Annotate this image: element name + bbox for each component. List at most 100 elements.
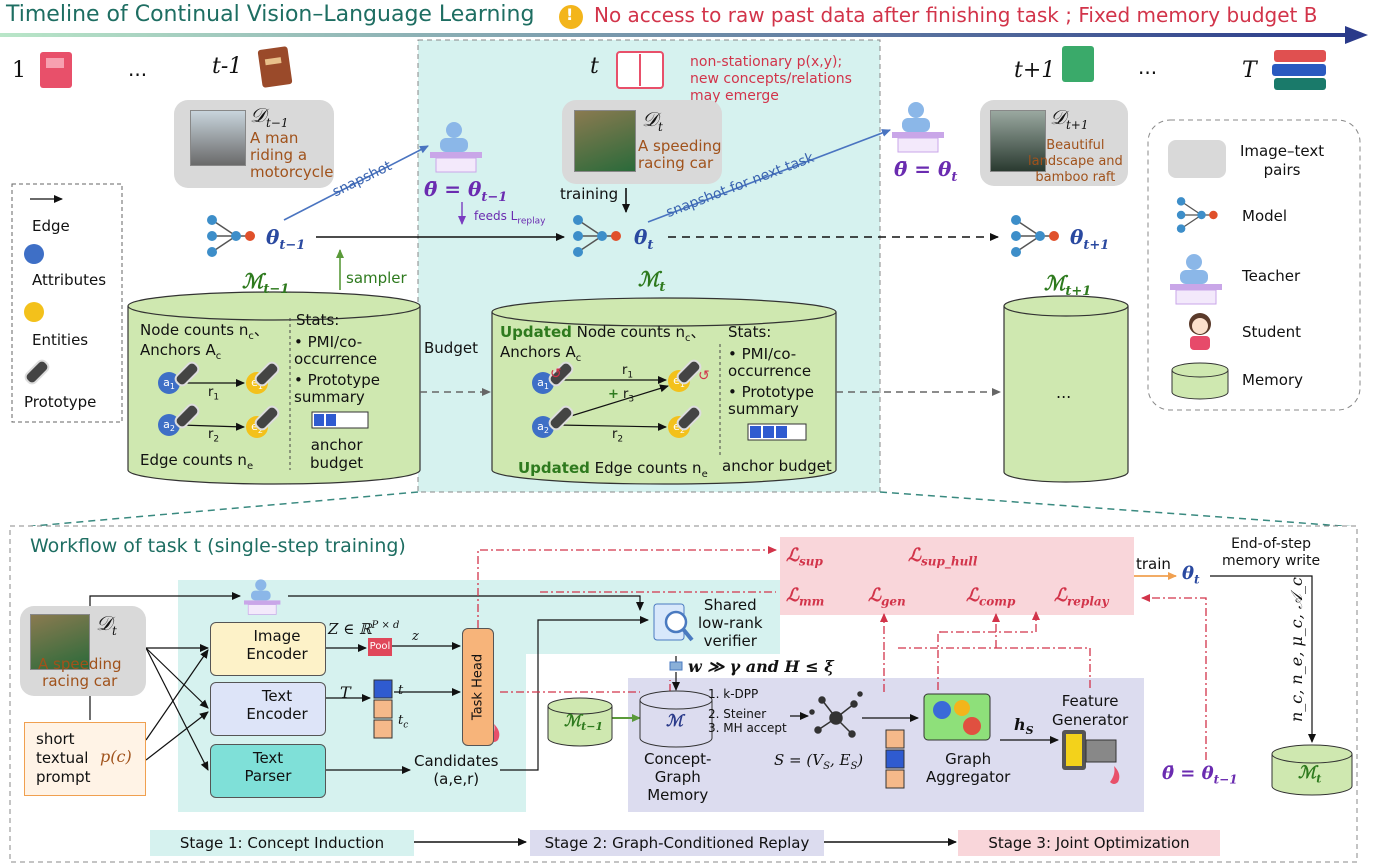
cur-update-e1-icon: ↺ [698,368,710,384]
graph-aggregator-label: Graph Aggregator [926,750,1011,786]
workflow-photo-racing-car [30,614,90,670]
label-last: T [1242,58,1257,83]
legend-entities: Entities [32,331,89,349]
step-2: 2. Steiner [708,707,767,721]
theta-cur: θt [634,225,654,253]
data-prev-label: 𝒟t−1 [250,103,289,130]
data-next-caption: Beautiful landscape and bamboo raft [1028,138,1123,185]
legend-teacher: Teacher [1242,267,1301,285]
attribute-dot-icon [24,244,44,264]
mem-next-label: ℳt+1 [1044,271,1092,299]
loss-gen: ℒgen [868,585,906,609]
teacher-glyphs [244,102,1222,615]
workflow-mem-prev: ℳt−1 [564,711,604,734]
cgm-label: Concept- Graph Memory [644,750,712,804]
gear-glyph [923,693,991,741]
prev-anchors: Anchors Ac [140,341,222,362]
book-glyphs [40,46,1326,90]
photo-motorcycle [190,110,246,166]
feeds-label: feeds Lreplay [474,209,546,227]
data-cur-caption: A speeding racing car [638,137,722,172]
workflow-mem-out: ℳt [1298,763,1322,786]
tc-token-label: tc [398,713,409,731]
data-prev-caption: A man riding a motorcycle [250,129,334,181]
sampler-label: sampler [346,269,407,287]
t-token-label: t [398,683,404,698]
teacher-prev: θ̄ = θt−1 [424,177,508,205]
pool-box: Pool [368,638,392,656]
film-glyph [1062,730,1117,770]
prev-r2: r2 [208,427,220,445]
stage-2: Stage 2: Graph-Conditioned Replay [530,830,824,856]
cur-stat1: • PMI/co- occurrence [728,345,812,380]
prompt-box [24,722,146,796]
T-label: T [340,683,351,702]
workflow-title: Workflow of task t (single-step training… [30,535,406,557]
legend-prototype: Prototype [24,393,97,411]
budget-label: Budget [424,339,478,357]
stage-1: Stage 1: Concept Induction [150,830,414,856]
cur-edge-counts: Updated Edge counts ne [518,459,708,480]
prompt-math: p(c) [100,747,132,766]
legend-student: Student [1242,323,1302,341]
entity-dot-icon [24,302,44,322]
warning-icon: ! [566,5,574,24]
image-encoder: Image Encoder [210,622,326,676]
task-head: Task Head [462,628,494,746]
train-label: train [1136,555,1171,573]
label-prev: t-1 [212,54,243,79]
nonstationary-note: non-stationary p(x,y); new concepts/rela… [690,54,852,104]
prev-anchor-budget: anchor budget [310,436,364,472]
cur-anchors: Anchors Ac [500,343,582,364]
warning-circle [559,5,583,29]
end-of-step-label: End-of-step memory write [1222,536,1321,569]
cur-update-a1-icon: ↺ [550,366,562,382]
hS-label: hS [1014,715,1034,738]
timeline-title: Timeline of Continual Vision–Language Le… [6,2,535,27]
loss-comp: ℒcomp [966,585,1016,609]
legend-pairs: Image–text pairs [1240,142,1325,179]
loss-sup-hull: ℒsup_hull [908,545,978,569]
label-cur: t [590,54,599,79]
cur-r3: + r3 [608,387,635,405]
legend-edge: Edge [32,217,70,235]
workflow-caption: A speeding racing car [38,655,122,690]
cur-r1: r1 [622,363,634,381]
z-space: Z ∈ ℝP × d [328,620,400,638]
step-1: 1. k-DPP [708,687,759,701]
workflow-data-label: 𝒟t [96,611,117,638]
data-cur-label: 𝒟t [642,107,663,134]
prev-stat2: • Prototype summary [294,371,380,406]
data-next-label: 𝒟t+1 [1050,105,1089,132]
prompt-text: short textual prompt [36,730,91,786]
prev-stat1: • PMI/co- occurrence [294,333,378,368]
prev-node-counts: Node counts nc、 [140,321,269,342]
candidates-label: Candidates (a,e,r) [414,752,499,788]
prev-r1: r1 [208,385,220,403]
mem-cur-label: ℳt [638,267,666,295]
verifier-glyph [653,603,694,642]
label-next: t+1 [1014,58,1056,83]
legend-memory: Memory [1242,371,1304,389]
constraint-label: w ≫ γ and H ≤ ξ [688,657,834,676]
theta-prev: θt−1 [266,225,306,253]
photo-landscape [990,110,1046,172]
workflow-theta: θt [1182,563,1200,587]
feature-generator-label: Feature Generator [1052,692,1129,729]
label-first: 1 [12,58,26,83]
prev-edge-counts: Edge counts ne [140,451,254,472]
legend-model: Model [1242,207,1288,225]
stage-3: Stage 3: Joint Optimization [958,830,1220,856]
photo-racing-car [574,110,636,172]
label-dots2: ... [1138,55,1158,79]
text-encoder: Text Encoder [210,682,326,736]
loss-replay: ℒreplay [1054,585,1109,609]
write-vars: n_c, n_e, μ_c, 𝒜_c [1287,576,1306,722]
theta-next: θt+1 [1070,225,1110,253]
cur-node-counts: Updated Node counts nc、 [500,323,706,344]
z-label: z [412,629,419,644]
mem-prev-label: ℳt−1 [242,269,290,297]
cur-r2: r2 [612,427,624,445]
S-label: S = (VS, ES) [774,751,864,772]
